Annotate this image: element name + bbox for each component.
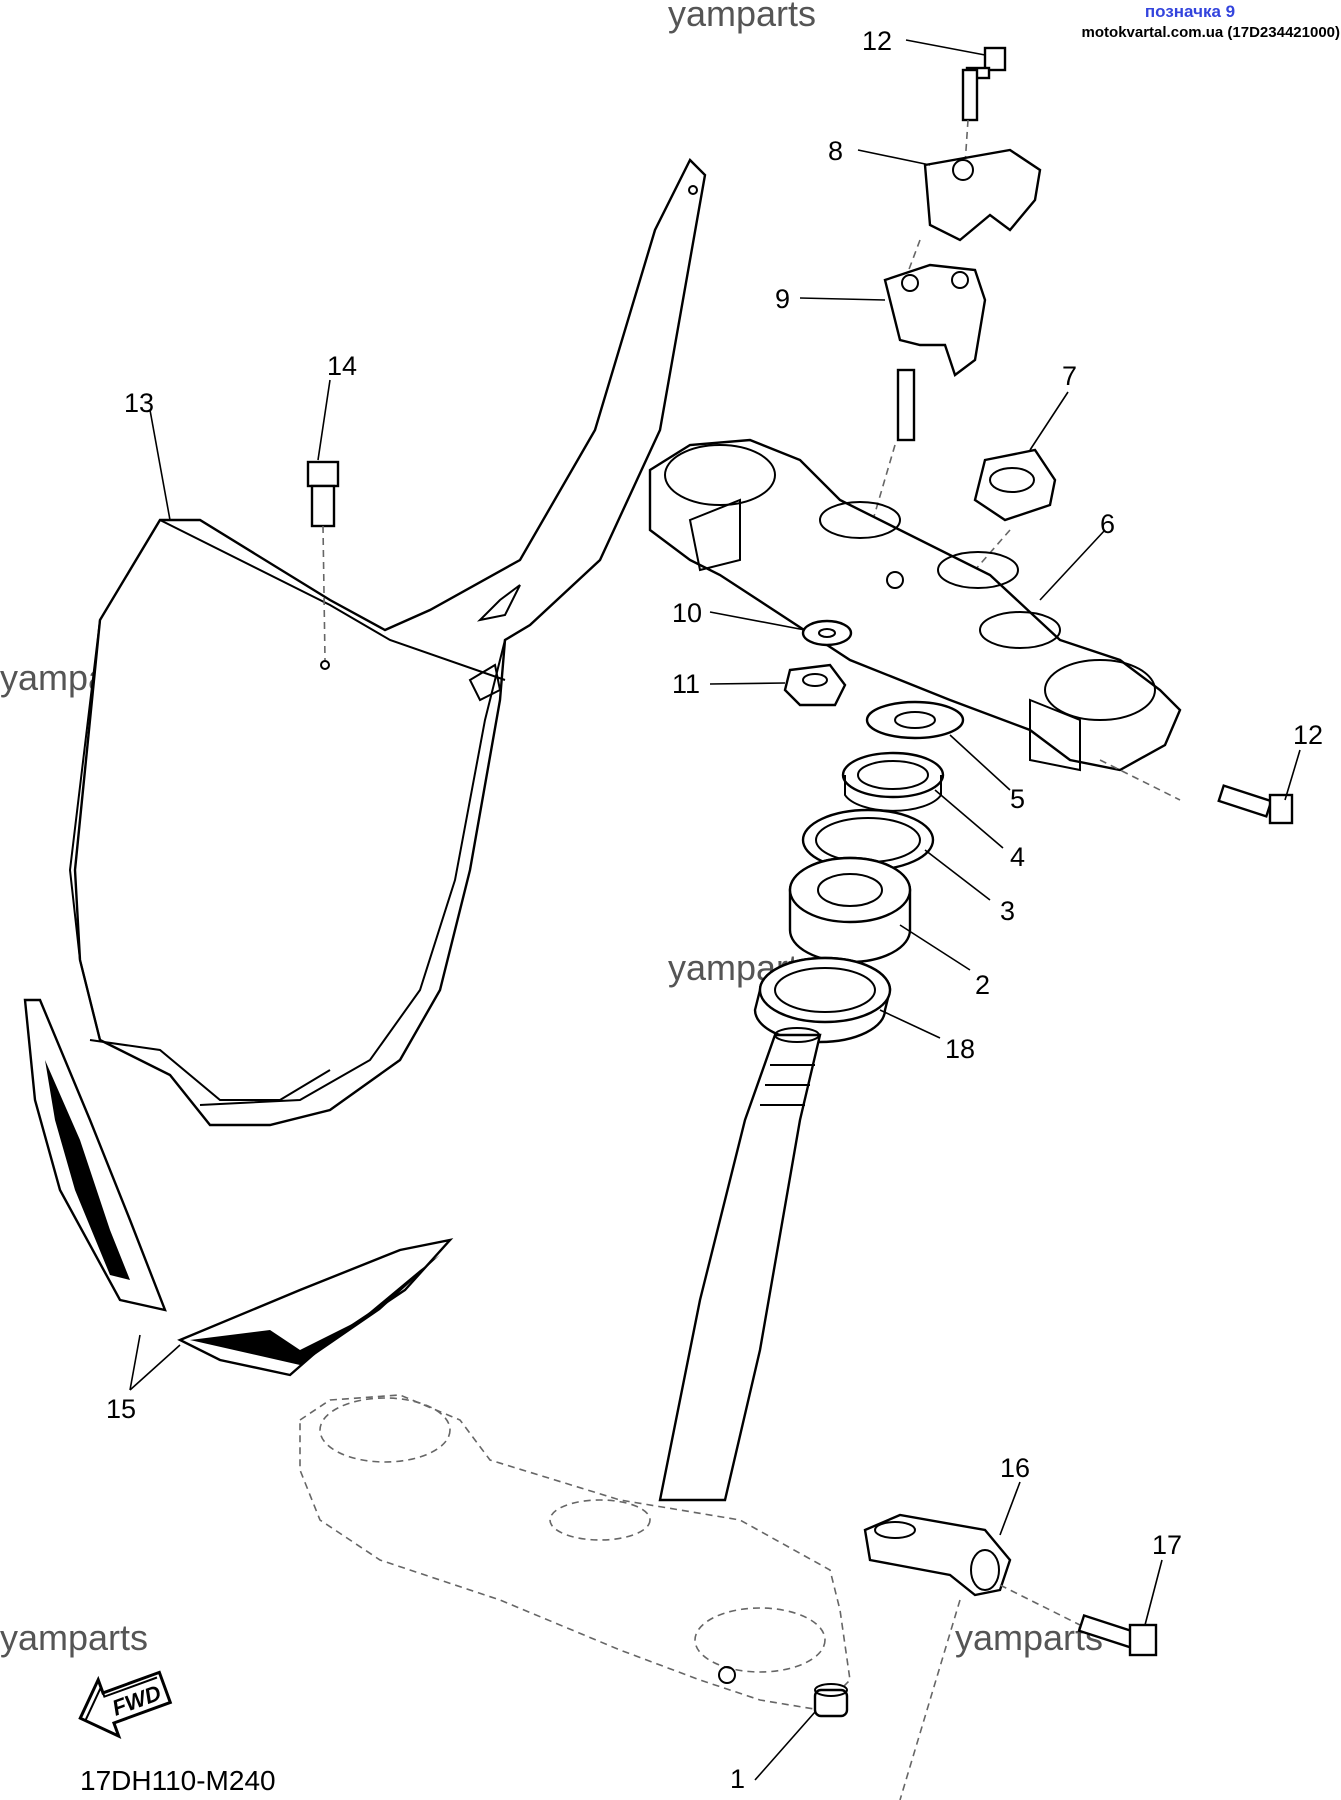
watermark-top: yamparts bbox=[668, 0, 816, 34]
label-9: 9 bbox=[775, 284, 790, 314]
label-2: 2 bbox=[975, 970, 990, 1000]
label-link[interactable]: позначка 9 bbox=[1144, 2, 1236, 21]
ring-nut-4 bbox=[841, 751, 945, 812]
label-18: 18 bbox=[945, 1034, 975, 1064]
label-7: 7 bbox=[1062, 361, 1077, 391]
upper-bracket-6 bbox=[648, 438, 1182, 801]
under-bracket bbox=[299, 1394, 851, 1711]
label-3: 3 bbox=[1000, 896, 1015, 926]
label-12-right: 12 bbox=[1293, 720, 1323, 750]
source-caption: motokvartal.com.ua (17D234421000) bbox=[1081, 24, 1340, 41]
decals-15 bbox=[23, 998, 454, 1377]
bolt-14 bbox=[306, 460, 340, 661]
label-1: 1 bbox=[730, 1764, 745, 1794]
bolt-12-right bbox=[1217, 784, 1294, 825]
label-11: 11 bbox=[672, 669, 700, 699]
label-12-top: 12 bbox=[862, 26, 892, 56]
number-plate bbox=[68, 157, 707, 1127]
bearing-18 bbox=[753, 956, 892, 1044]
label-4: 4 bbox=[1010, 842, 1025, 872]
collar-1 bbox=[813, 1683, 849, 1718]
label-16: 16 bbox=[1000, 1453, 1030, 1483]
label-17: 17 bbox=[1152, 1530, 1182, 1560]
fwd-arrow-icon: FWD bbox=[78, 1670, 173, 1740]
label-8: 8 bbox=[828, 136, 843, 166]
label-6: 6 bbox=[1100, 509, 1115, 539]
steering-stem bbox=[658, 1027, 822, 1502]
nut-7 bbox=[973, 448, 1057, 571]
label-14: 14 bbox=[327, 351, 357, 381]
handlebar-clamp-assembly bbox=[869, 46, 1042, 531]
washer-5 bbox=[865, 700, 965, 740]
label-10: 10 bbox=[672, 598, 702, 628]
label-13: 13 bbox=[124, 388, 154, 418]
clamp-16 bbox=[863, 1513, 1081, 1800]
leader-lines bbox=[129, 39, 1301, 1781]
washer-10 bbox=[801, 619, 853, 647]
nut-11 bbox=[783, 663, 847, 707]
bolt-17 bbox=[1077, 1613, 1158, 1657]
label-5: 5 bbox=[1010, 784, 1025, 814]
bearing-2 bbox=[788, 856, 912, 964]
label-15: 15 bbox=[106, 1394, 136, 1424]
diagram-code: 17DH110-M240 bbox=[80, 1765, 276, 1796]
watermark-bottom-left: yamparts bbox=[0, 1617, 148, 1658]
